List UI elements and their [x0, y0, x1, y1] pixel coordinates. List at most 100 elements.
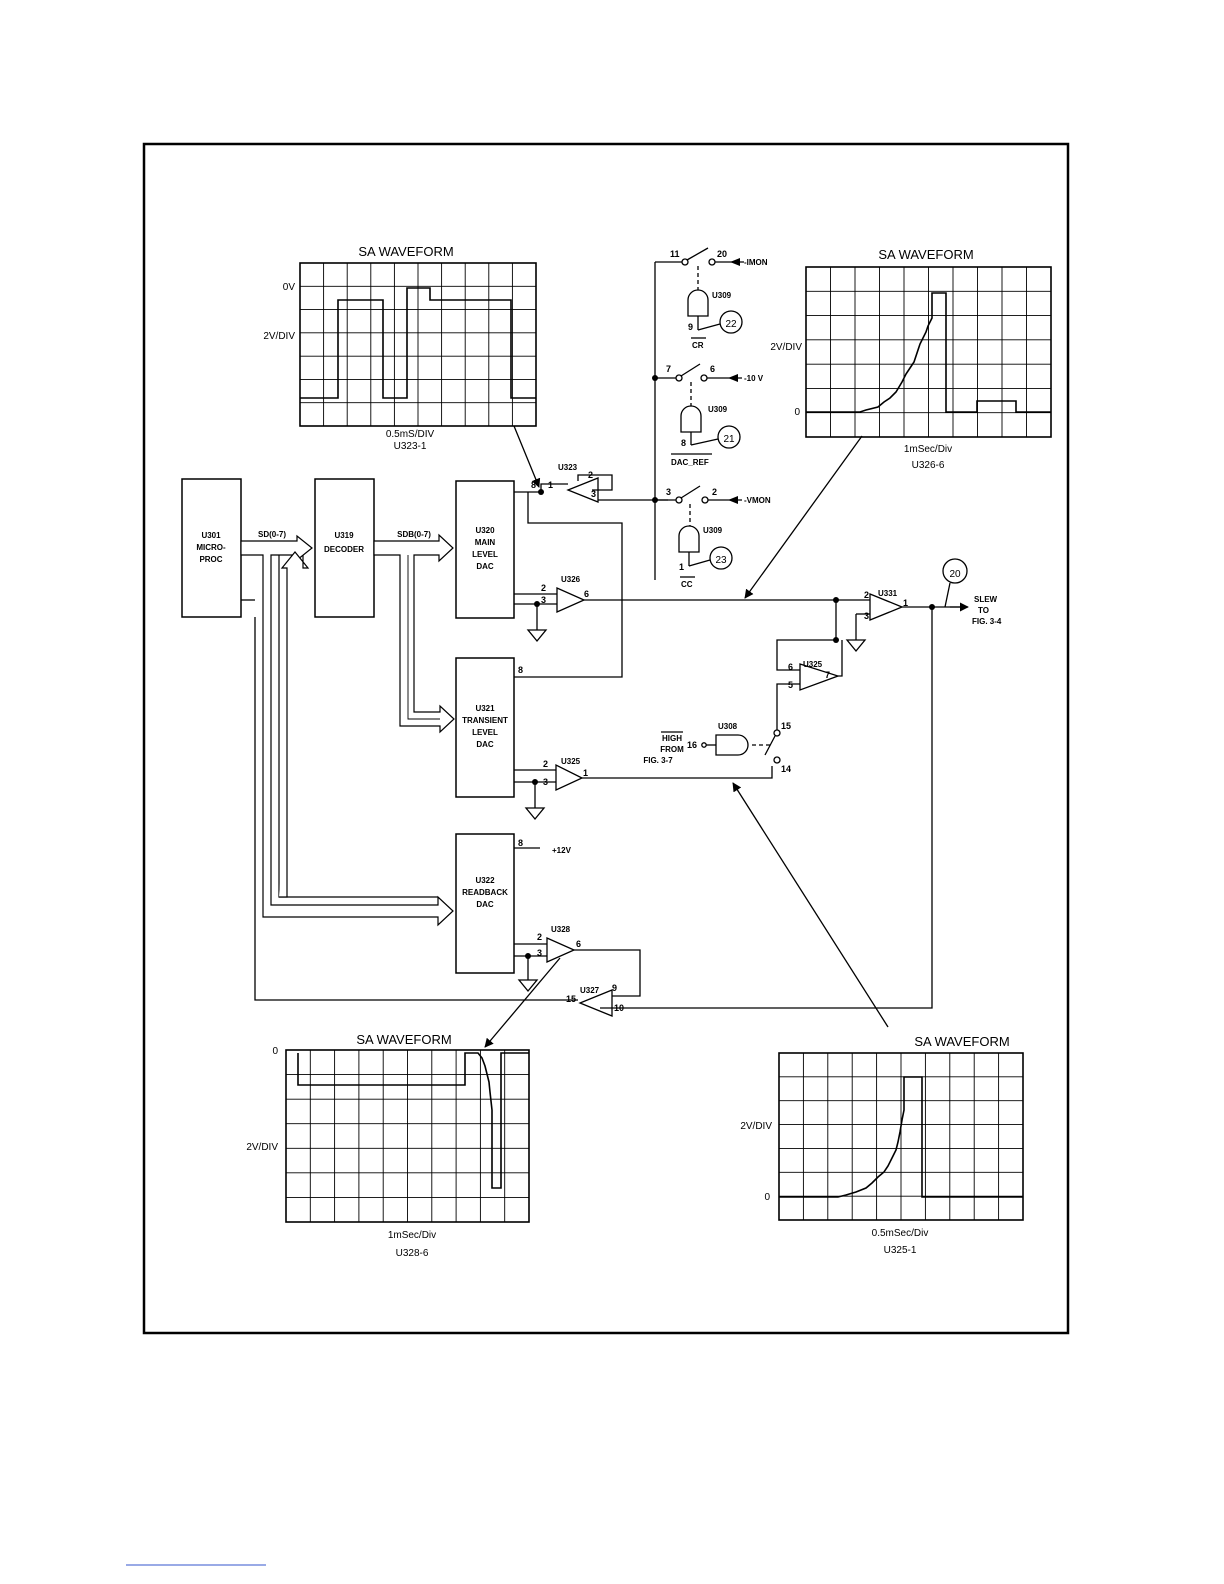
- svg-text:6: 6: [788, 662, 793, 672]
- scope-y-scale-label: 2V/DIV: [263, 331, 295, 342]
- switch-10v: 7 6 -10 V: [666, 363, 764, 406]
- svg-text:U323: U323: [558, 463, 578, 472]
- svg-text:SLEW: SLEW: [974, 595, 998, 604]
- svg-text:6: 6: [710, 364, 715, 374]
- scope-grid: [805, 266, 1052, 438]
- svg-text:23: 23: [715, 555, 727, 566]
- scope-x-scale-label: 1mSec/Div: [388, 1230, 436, 1241]
- svg-text:LEVEL: LEVEL: [472, 728, 498, 737]
- svg-text:U327: U327: [580, 986, 600, 995]
- svg-text:U309: U309: [712, 291, 732, 300]
- block-u319-decoder: U319 DECODER: [314, 478, 375, 618]
- scope-x-scale-label: 1mSec/Div: [904, 444, 952, 455]
- scope-grid: [285, 1049, 530, 1223]
- svg-text:U331: U331: [878, 589, 898, 598]
- svg-text:U326: U326: [561, 575, 581, 584]
- svg-text:2: 2: [588, 470, 593, 480]
- gate-u309-cc: U309 1 CC: [678, 525, 723, 589]
- scope-y-top-label: 0V: [283, 282, 296, 293]
- wire-network: [241, 261, 960, 1009]
- block-u301-microprocessor: U301 MICRO- PROC: [181, 478, 242, 618]
- scope-u328-6: SA WAVEFORM 0 2V/DIV 1mSec/Div U328-6: [246, 1032, 530, 1259]
- svg-text:U308: U308: [718, 722, 738, 731]
- svg-text:DAC_REF: DAC_REF: [671, 458, 709, 467]
- svg-text:6: 6: [584, 589, 589, 599]
- svg-text:FIG. 3-4: FIG. 3-4: [972, 617, 1002, 626]
- scope-trace: [297, 1052, 529, 1189]
- svg-text:3: 3: [537, 948, 542, 958]
- svg-text:FIG. 3-7: FIG. 3-7: [643, 756, 673, 765]
- svg-text:DAC: DAC: [476, 900, 494, 909]
- svg-text:8: 8: [518, 838, 523, 848]
- svg-text:U319: U319: [334, 531, 354, 540]
- svg-text:U322: U322: [475, 876, 495, 885]
- svg-text:CC: CC: [681, 580, 693, 589]
- svg-text:-VMON: -VMON: [744, 496, 771, 505]
- scope-u323-1: SA WAVEFORM 0V 2V/DIV 0.5mS/DIV U323-1: [263, 244, 537, 452]
- svg-text:2: 2: [864, 590, 869, 600]
- scope-probe-label: U328-6: [396, 1248, 429, 1259]
- scope-y-scale-label: 2V/DIV: [770, 342, 802, 353]
- scope-y-top-label: 0: [272, 1046, 278, 1057]
- scope-y-scale-label: 2V/DIV: [246, 1142, 278, 1153]
- scope-grid: [778, 1052, 1024, 1221]
- svg-text:8: 8: [518, 665, 523, 675]
- gate-u309-cr: U309 9 CR: [687, 289, 732, 350]
- svg-text:2: 2: [712, 487, 717, 497]
- svg-text:5: 5: [788, 680, 793, 690]
- scope-trace: [779, 1076, 1023, 1198]
- opamp-u331: U331 2 3 1: [864, 589, 908, 621]
- svg-text:7: 7: [825, 670, 830, 680]
- output-slew: SLEW TO FIG. 3-4: [950, 595, 1002, 626]
- svg-text:3: 3: [541, 595, 546, 605]
- scope-y-scale-label: 2V/DIV: [740, 1121, 772, 1132]
- svg-text:9: 9: [612, 983, 617, 993]
- svg-text:MICRO-: MICRO-: [196, 543, 226, 552]
- testpoint-23: 23: [709, 546, 733, 570]
- svg-text:3: 3: [543, 777, 548, 787]
- svg-text:20: 20: [949, 569, 961, 580]
- bus-sdb: SDB(0-7): [373, 530, 455, 734]
- svg-text:9: 9: [688, 322, 693, 332]
- scope-u326-6: SA WAVEFORM 2V/DIV 0 1mSec/Div U326-6: [770, 247, 1052, 471]
- scope-grid: [299, 262, 537, 427]
- gate-u308-high: U308 16 HIGH FROM FIG. 3-7: [643, 722, 749, 765]
- scope-title: SA WAVEFORM: [878, 247, 973, 262]
- svg-text:U325: U325: [561, 757, 581, 766]
- probe-pointers: [484, 425, 889, 1048]
- svg-text:3: 3: [864, 611, 869, 621]
- svg-text:20: 20: [717, 249, 727, 259]
- svg-text:FROM: FROM: [660, 745, 684, 754]
- scope-probe-label: U326-6: [912, 460, 945, 471]
- scope-probe-label: U323-1: [394, 441, 427, 452]
- gate-u309-dacref: U309 8 DAC_REF: [671, 405, 728, 467]
- svg-text:8: 8: [681, 438, 686, 448]
- svg-text:SD(0-7): SD(0-7): [258, 530, 286, 539]
- svg-text:-10 V: -10 V: [744, 374, 764, 383]
- scope-y-zero-label: 0: [764, 1192, 770, 1203]
- svg-text:-IMON: -IMON: [744, 258, 768, 267]
- svg-text:2: 2: [537, 932, 542, 942]
- block-u322-readback-dac: U322 READBACK DAC: [455, 833, 515, 974]
- svg-text:3: 3: [666, 487, 671, 497]
- testpoint-22: 22: [719, 310, 743, 334]
- svg-text:+12V: +12V: [552, 846, 572, 855]
- opamp-u327: U327 9 10 15: [566, 983, 624, 1017]
- scope-title: SA WAVEFORM: [914, 1034, 1009, 1049]
- svg-text:1: 1: [548, 480, 553, 490]
- figure-frame: [142, 142, 1070, 1335]
- scope-trace: [806, 292, 1051, 413]
- opamp-u328: U328 2 3 6: [537, 925, 581, 964]
- svg-text:U328: U328: [551, 925, 571, 934]
- scope-u325-1: SA WAVEFORM 2V/DIV 0 0.5mSec/Div U325-1: [740, 1034, 1024, 1256]
- scope-x-scale-label: 0.5mS/DIV: [386, 429, 435, 440]
- svg-text:8: 8: [531, 480, 536, 490]
- switch-u308: 15 14: [752, 721, 791, 774]
- svg-text:15: 15: [566, 994, 576, 1004]
- svg-text:U309: U309: [703, 526, 723, 535]
- scope-trace: [300, 287, 536, 399]
- svg-text:1: 1: [679, 562, 684, 572]
- svg-text:3: 3: [591, 489, 596, 499]
- scope-probe-label: U325-1: [884, 1245, 917, 1256]
